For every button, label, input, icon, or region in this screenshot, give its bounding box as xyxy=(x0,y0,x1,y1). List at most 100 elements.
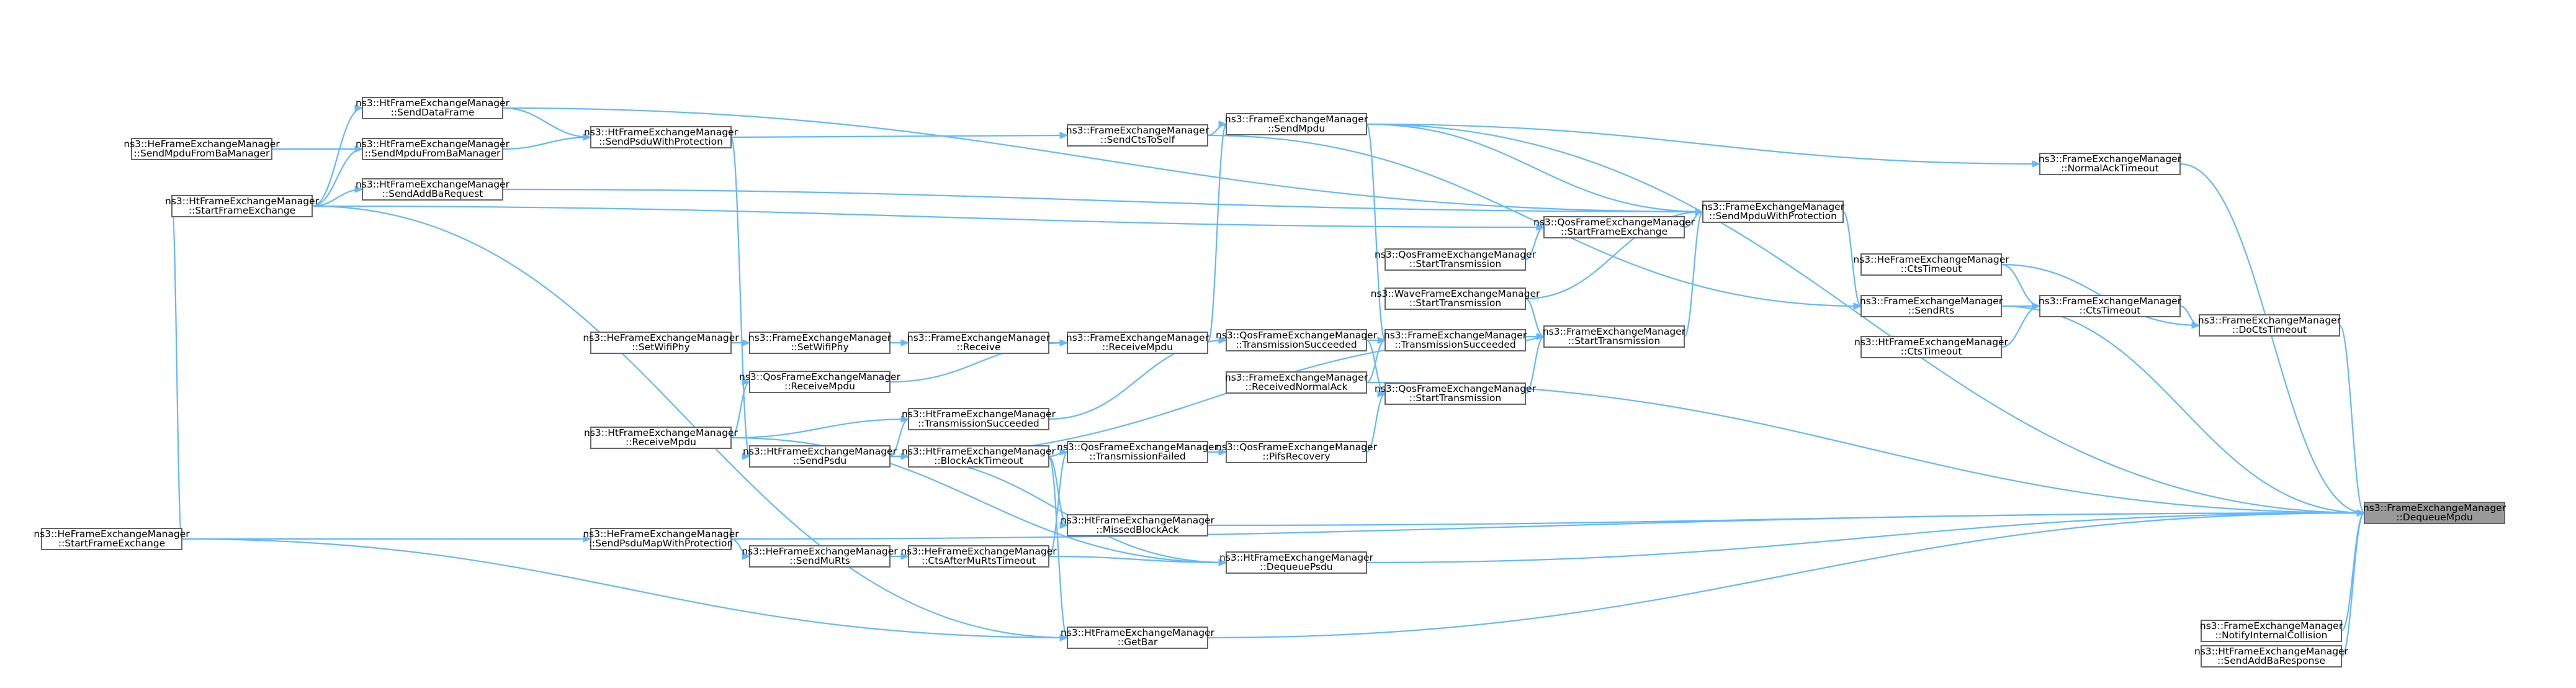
node-he-cts-timeout[interactable]: ns3::HeFrameExchangeManager::CtsTimeout xyxy=(1853,253,2009,276)
node-fem-receive[interactable]: ns3::FrameExchangeManager::Receive xyxy=(907,332,1051,354)
node-normal-ack-timeout[interactable]: ns3::FrameExchangeManager::NormalAckTime… xyxy=(2039,153,2182,175)
node-notify-internal-collision[interactable]: ns3::FrameExchangeManager::NotifyInterna… xyxy=(2200,620,2343,642)
edge-arrowhead xyxy=(2356,509,2366,517)
edge-arrowhead xyxy=(1059,522,1069,529)
node-he-send-psdu-map-with-protection[interactable]: ns3::HeFrameExchangeManager::SendPsduMap… xyxy=(583,528,739,550)
node-ht-send-addba-request[interactable]: ns3::HtFrameExchangeManager::SendAddBaRe… xyxy=(356,178,510,201)
edge-arrowhead xyxy=(354,145,364,153)
edge-arrowhead xyxy=(900,415,910,423)
edge-arrowhead xyxy=(1218,559,1227,566)
node-ht-send-psdu-with-protection[interactable]: ns3::HtFrameExchangeManager::SendPsduWit… xyxy=(584,126,738,148)
node-class-label: ns3::HtFrameExchangeManager xyxy=(356,97,510,109)
node-send-cts-to-self[interactable]: ns3::FrameExchangeManager::SendCtsToSelf xyxy=(1066,124,1209,147)
node-box xyxy=(1226,371,1367,394)
node-ht-receive-mpdu[interactable]: ns3::HtFrameExchangeManager::ReceiveMpdu xyxy=(584,427,738,449)
node-method-label: ::NotifyInternalCollision xyxy=(2215,630,2328,641)
edge-ht_start_frame_exchange-to-get_bar xyxy=(312,205,1068,639)
node-box xyxy=(1226,551,1367,574)
node-class-label: ns3::FrameExchangeManager xyxy=(907,332,1051,343)
node-send-mpdu-with-protection[interactable]: ns3::FrameExchangeManager::SendMpduWithP… xyxy=(1702,201,1845,223)
node-qos-start-transmission-a[interactable]: ns3::QosFrameExchangeManager::StartTrans… xyxy=(1375,248,1537,271)
node-class-label: ns3::HeFrameExchangeManager xyxy=(742,546,898,557)
edge-arrowhead xyxy=(900,553,910,560)
node-class-label: ns3::FrameExchangeManager xyxy=(1066,332,1209,343)
node-box xyxy=(1067,514,1208,536)
node-ht-block-ack-timeout[interactable]: ns3::HtFrameExchangeManager::BlockAckTim… xyxy=(902,445,1056,468)
node-method-label: ::StartTransmission xyxy=(1409,297,1501,309)
node-he-start-frame-exchange[interactable]: ns3::HeFrameExchangeManager::StartFrameE… xyxy=(34,528,190,550)
node-do-cts-timeout[interactable]: ns3::FrameExchangeManager::DoCtsTimeout xyxy=(2198,314,2341,337)
node-missed-block-ack[interactable]: ns3::HtFrameExchangeManager::MissedBlock… xyxy=(1061,514,1215,536)
node-class-label: ns3::HtFrameExchangeManager xyxy=(1854,337,2009,348)
edge-send_mpdu-to-normal_ack_timeout xyxy=(1366,123,2040,165)
node-qos-start-frame-exchange[interactable]: ns3::QosFrameExchangeManager::StartFrame… xyxy=(1533,216,1695,238)
node-class-label: ns3::QosFrameExchangeManager xyxy=(1216,441,1378,453)
node-he-cts-after-mu-rts-timeout[interactable]: ns3::HeFrameExchangeManager::CtsAfterMuR… xyxy=(900,545,1057,568)
node-class-label: ns3::FrameExchangeManager xyxy=(2039,296,2182,307)
node-he-send-mpdu-from-ba-manager[interactable]: ns3::HeFrameExchangeManager::SendMpduFro… xyxy=(123,138,280,160)
node-qos-start-transmission-b[interactable]: ns3::QosFrameExchangeManager::StartTrans… xyxy=(1375,382,1537,405)
node-class-label: ns3::HeFrameExchangeManager xyxy=(123,138,280,150)
edge-fem_start_transmission-to-send_mpdu_with_protection xyxy=(1683,210,1704,338)
edge-ht_send_psdu_with_protection-to-ht_send_psdu xyxy=(730,136,751,458)
edge-arrowhead xyxy=(742,553,751,560)
node-ht-send-addba-response[interactable]: ns3::HtFrameExchangeManager::SendAddBaRe… xyxy=(2194,645,2349,668)
node-fem-cts-timeout[interactable]: ns3::FrameExchangeManager::CtsTimeout xyxy=(2039,295,2182,317)
node-class-label: ns3::HtFrameExchangeManager xyxy=(902,409,1056,420)
node-ht-transmission-succeeded[interactable]: ns3::HtFrameExchangeManager::Transmissio… xyxy=(902,408,1056,430)
node-wave-start-transmission[interactable]: ns3::WaveFrameExchangeManager::StartTran… xyxy=(1371,287,1540,310)
edge-ht_start_frame_exchange-to-qos_start_frame_exchange xyxy=(312,205,1545,229)
node-method-label: ::StartTransmission xyxy=(1409,258,1501,269)
node-box xyxy=(171,195,313,217)
node-ht-send-mpdu-from-ba-manager[interactable]: ns3::HtFrameExchangeManager::SendMpduFro… xyxy=(356,138,510,160)
node-fem-transmission-succeeded[interactable]: ns3::FrameExchangeManager::TransmissionS… xyxy=(1384,329,1527,351)
node-class-label: ns3::HeFrameExchangeManager xyxy=(583,332,739,343)
node-receive-mpdu[interactable]: ns3::FrameExchangeManager::ReceiveMpdu xyxy=(1066,332,1209,354)
node-class-label: ns3::HtFrameExchangeManager xyxy=(584,427,738,438)
node-ht-start-frame-exchange[interactable]: ns3::HtFrameExchangeManager::StartFrameE… xyxy=(165,195,320,217)
node-set-wifi-phy-fem[interactable]: ns3::FrameExchangeManager::SetWifiPhy xyxy=(748,332,892,354)
node-class-label: ns3::HeFrameExchangeManager xyxy=(34,528,190,540)
node-get-bar[interactable]: ns3::HtFrameExchangeManager::GetBar xyxy=(1061,627,1215,649)
edge-ht_block_ack_timeout-to-missed_block_ack xyxy=(1048,455,1068,527)
node-qos-receive-mpdu[interactable]: ns3::QosFrameExchangeManager::ReceiveMpd… xyxy=(739,371,901,393)
node-he-send-mu-rts[interactable]: ns3::HeFrameExchangeManager::SendMuRts xyxy=(742,545,898,568)
node-fem-start-transmission[interactable]: ns3::FrameExchangeManager::StartTransmis… xyxy=(1543,325,1686,348)
node-qos-transmission-failed[interactable]: ns3::QosFrameExchangeManager::Transmissi… xyxy=(1057,441,1219,463)
node-qos-transmission-succeeded[interactable]: ns3::QosFrameExchangeManager::Transmissi… xyxy=(1216,329,1378,351)
node-pifs-recovery[interactable]: ns3::QosFrameExchangeManager::PifsRecove… xyxy=(1216,441,1378,463)
edge-ht_send_psdu_with_protection-to-send_cts_to_self xyxy=(730,134,1068,138)
node-received-normal-ack[interactable]: ns3::FrameExchangeManager::ReceivedNorma… xyxy=(1225,371,1368,394)
node-method-label: ::ReceivedNormalAck xyxy=(1245,381,1348,392)
edge-he_cts_after_mu_rts_timeout-to-qos_transmission_failed xyxy=(1048,451,1069,558)
node-set-wifi-phy-he[interactable]: ns3::HeFrameExchangeManager::SetWifiPhy xyxy=(583,332,739,354)
node-method-label: ::SendCtsToSelf xyxy=(1100,134,1175,145)
node-box xyxy=(749,371,891,393)
edge-pifs_recovery-to-qos_start_transmission_b xyxy=(1366,392,1386,453)
node-ht-send-data-frame[interactable]: ns3::HtFrameExchangeManager::SendDataFra… xyxy=(356,97,510,119)
node-box xyxy=(1226,441,1367,463)
node-ht-cts-timeout[interactable]: ns3::HtFrameExchangeManager::CtsTimeout xyxy=(1854,336,2009,358)
node-method-label: ::SetWifiPhy xyxy=(632,342,689,353)
node-dequeue-mpdu[interactable]: ns3::FrameExchangeManager::DequeueMpdu xyxy=(2363,502,2506,524)
node-class-label: ns3::HtFrameExchangeManager xyxy=(584,127,738,138)
node-method-label: ::SendMpduWithProtection xyxy=(1709,210,1837,222)
edge-arrowhead xyxy=(1218,120,1227,128)
node-method-label: ::CtsTimeout xyxy=(1901,346,1962,357)
edge-ht_send_data_frame-to-ht_send_psdu_with_protection xyxy=(502,107,591,138)
node-class-label: ns3::HtFrameExchangeManager xyxy=(1219,552,1374,563)
node-ht-send-psdu[interactable]: ns3::HtFrameExchangeManager::SendPsdu xyxy=(743,445,897,468)
node-class-label: ns3::QosFrameExchangeManager xyxy=(1057,441,1219,453)
edge-ht_send_addba_request-to-send_mpdu_with_protection xyxy=(502,188,1703,213)
edge-receive_mpdu-to-send_mpdu xyxy=(1206,123,1227,344)
edge-send_mpdu-to-send_mpdu_with_protection xyxy=(1366,123,1703,213)
node-box xyxy=(908,332,1049,354)
edge-received_normal_ack-to-fem_transmission_succeeded xyxy=(1366,339,1386,384)
node-send-mpdu[interactable]: ns3::FrameExchangeManager::SendMpdu xyxy=(1225,113,1368,135)
node-box xyxy=(1543,325,1685,348)
node-class-label: ns3::HtFrameExchangeManager xyxy=(1061,627,1215,638)
node-class-label: ns3::HtFrameExchangeManager xyxy=(356,138,510,150)
edge-send_mpdu-to-fem_transmission_succeeded xyxy=(1365,123,1386,342)
node-send-rts[interactable]: ns3::FrameExchangeManager::SendRts xyxy=(1860,295,2003,317)
node-ht-dequeue-psdu[interactable]: ns3::HtFrameExchangeManager::DequeuePsdu xyxy=(1219,551,1374,574)
